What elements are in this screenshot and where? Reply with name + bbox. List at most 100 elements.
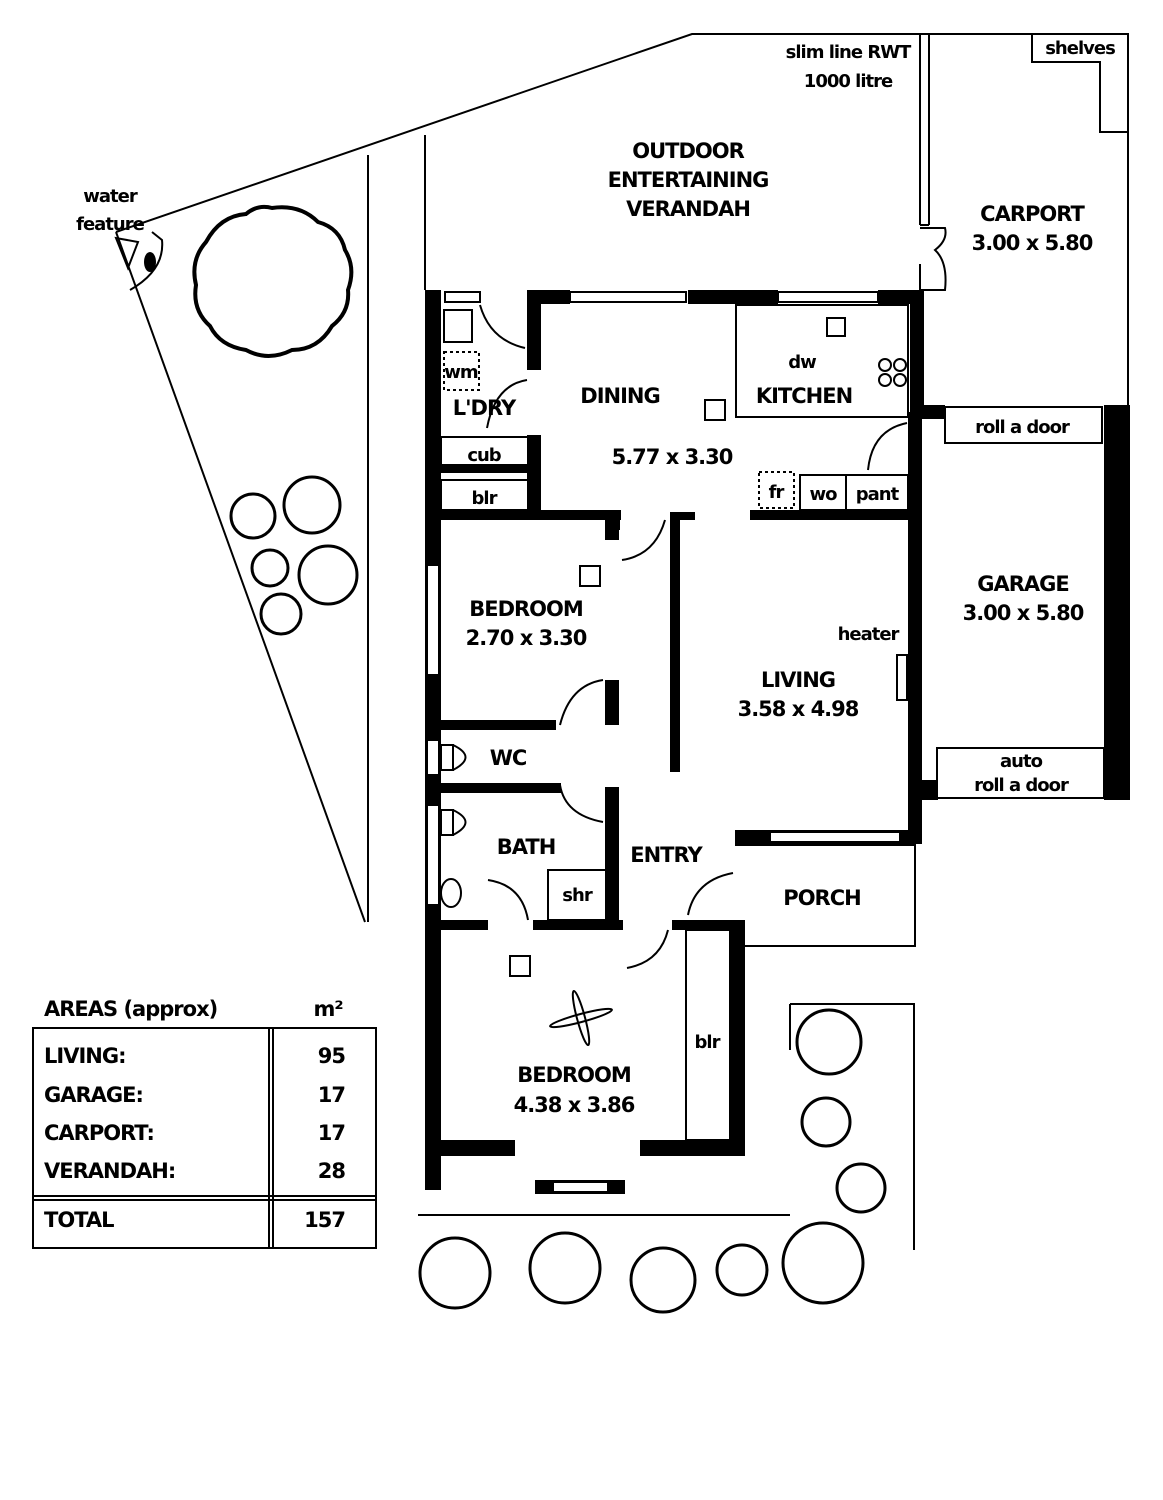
pantry-label: pant bbox=[856, 484, 900, 505]
living-label: LIVING bbox=[761, 668, 835, 692]
area-row-label: LIVING: bbox=[44, 1044, 125, 1068]
laundry-label: L'DRY bbox=[453, 396, 517, 420]
dining-label: DINING bbox=[580, 384, 659, 408]
pantry bbox=[845, 474, 909, 511]
trough-icon bbox=[443, 309, 473, 343]
tree-icon bbox=[192, 204, 354, 358]
vent-icon bbox=[509, 955, 531, 977]
sink-icon bbox=[826, 317, 846, 337]
garage-size: 3.00 x 5.80 bbox=[963, 601, 1084, 625]
boiler-cupboard bbox=[440, 479, 532, 511]
blr-robe bbox=[685, 929, 731, 1141]
cub-label: cub bbox=[467, 445, 501, 466]
basin-icon bbox=[440, 878, 462, 908]
dishwasher-label: dw bbox=[788, 352, 816, 373]
carport-label: CARPORT bbox=[980, 202, 1085, 226]
window bbox=[769, 831, 901, 843]
bedroom2-size: 2.70 x 3.30 bbox=[466, 626, 587, 650]
window bbox=[777, 291, 879, 303]
fridge-label: fr bbox=[769, 482, 785, 503]
ceiling-fan-icon bbox=[549, 989, 613, 1047]
sliding-door bbox=[569, 291, 687, 303]
washing-machine bbox=[443, 351, 480, 391]
porch-label: PORCH bbox=[783, 886, 860, 910]
carport-size: 3.00 x 5.80 bbox=[972, 231, 1093, 255]
vent-icon bbox=[579, 565, 601, 587]
wall-oven-label: wo bbox=[810, 484, 838, 505]
shrub-icon bbox=[629, 1246, 697, 1314]
shrub-icon bbox=[835, 1162, 887, 1214]
cooktop-icon bbox=[878, 358, 907, 387]
shrub-icon bbox=[800, 1096, 852, 1148]
water-feature-label-2: feature bbox=[76, 214, 144, 235]
bedroom1-label: BEDROOM bbox=[517, 1063, 631, 1087]
shower bbox=[547, 869, 607, 921]
window bbox=[552, 1181, 609, 1193]
blr-label-top: blr bbox=[472, 488, 498, 509]
area-row-value: 17 bbox=[318, 1121, 345, 1145]
toilet-icon bbox=[440, 809, 467, 836]
windows bbox=[426, 291, 901, 1193]
verandah-label-1: OUTDOOR bbox=[632, 139, 744, 163]
rwt-label: slim line RWT bbox=[786, 42, 912, 63]
shrub-icon bbox=[229, 492, 277, 540]
area-row-value: 17 bbox=[318, 1083, 345, 1107]
verandah-label-2: ENTERTAINING bbox=[608, 168, 769, 192]
area-row-label: VERANDAH: bbox=[44, 1159, 175, 1183]
cupboard bbox=[440, 436, 532, 466]
dining-size: 5.77 x 3.30 bbox=[612, 445, 733, 469]
site-boundary bbox=[115, 33, 1129, 923]
roll-door-label: roll a door bbox=[975, 417, 1070, 438]
garden-bed bbox=[418, 1003, 915, 1314]
rwt-capacity-label: 1000 litre bbox=[804, 71, 893, 92]
verandah-label-3: VERANDAH bbox=[626, 197, 750, 221]
shrub-icon bbox=[418, 1236, 492, 1310]
kitchen-label: KITCHEN bbox=[756, 384, 852, 408]
shrub-group-left bbox=[229, 475, 359, 636]
labels: slim line RWT 1000 litre shelves OUTDOOR… bbox=[44, 38, 1116, 1232]
bedroom1-size: 4.38 x 3.86 bbox=[514, 1093, 635, 1117]
window bbox=[426, 739, 440, 776]
shrub-icon bbox=[715, 1243, 769, 1297]
area-total-value: 157 bbox=[304, 1208, 345, 1232]
carport-door bbox=[920, 227, 947, 291]
shower-label: shr bbox=[562, 885, 593, 906]
water-feature-label-1: water bbox=[83, 186, 138, 207]
area-total-label: TOTAL bbox=[44, 1208, 114, 1232]
shrub-icon bbox=[250, 548, 290, 588]
water-feature-icon bbox=[114, 231, 164, 291]
area-row-label: CARPORT: bbox=[44, 1121, 154, 1145]
area-row-label: GARAGE: bbox=[44, 1083, 143, 1107]
auto-door-label-2: roll a door bbox=[974, 775, 1069, 796]
wc-label: WC bbox=[490, 746, 527, 770]
door-swings bbox=[479, 304, 908, 969]
window bbox=[444, 291, 481, 303]
shrub-icon bbox=[795, 1008, 863, 1076]
shrub-icon bbox=[781, 1221, 865, 1305]
toilet-icon bbox=[440, 744, 467, 771]
auto-roll-door-box bbox=[936, 747, 1105, 799]
fixtures bbox=[440, 304, 1105, 1141]
shrub-icon bbox=[259, 592, 303, 636]
heater-icon bbox=[896, 654, 908, 701]
heater-label: heater bbox=[838, 624, 900, 645]
shrub-icon bbox=[528, 1231, 602, 1305]
bath-label: BATH bbox=[497, 835, 556, 859]
entry-label: ENTRY bbox=[630, 843, 703, 867]
vent-icon bbox=[704, 399, 726, 421]
areas-title: AREAS (approx) bbox=[44, 997, 217, 1021]
bedroom2-label: BEDROOM bbox=[469, 597, 583, 621]
washing-machine-label: wm bbox=[444, 362, 478, 383]
window bbox=[426, 564, 440, 676]
shelves-label: shelves bbox=[1045, 38, 1115, 59]
auto-door-label-1: auto bbox=[1000, 751, 1043, 772]
area-row-value: 28 bbox=[318, 1159, 346, 1183]
window bbox=[426, 804, 440, 906]
garage-label: GARAGE bbox=[977, 572, 1069, 596]
areas-table bbox=[32, 1027, 377, 1249]
shrub-icon bbox=[297, 544, 359, 606]
shrub-icon bbox=[282, 475, 342, 535]
living-size: 3.58 x 4.98 bbox=[738, 697, 859, 721]
roll-door-box bbox=[944, 406, 1103, 444]
